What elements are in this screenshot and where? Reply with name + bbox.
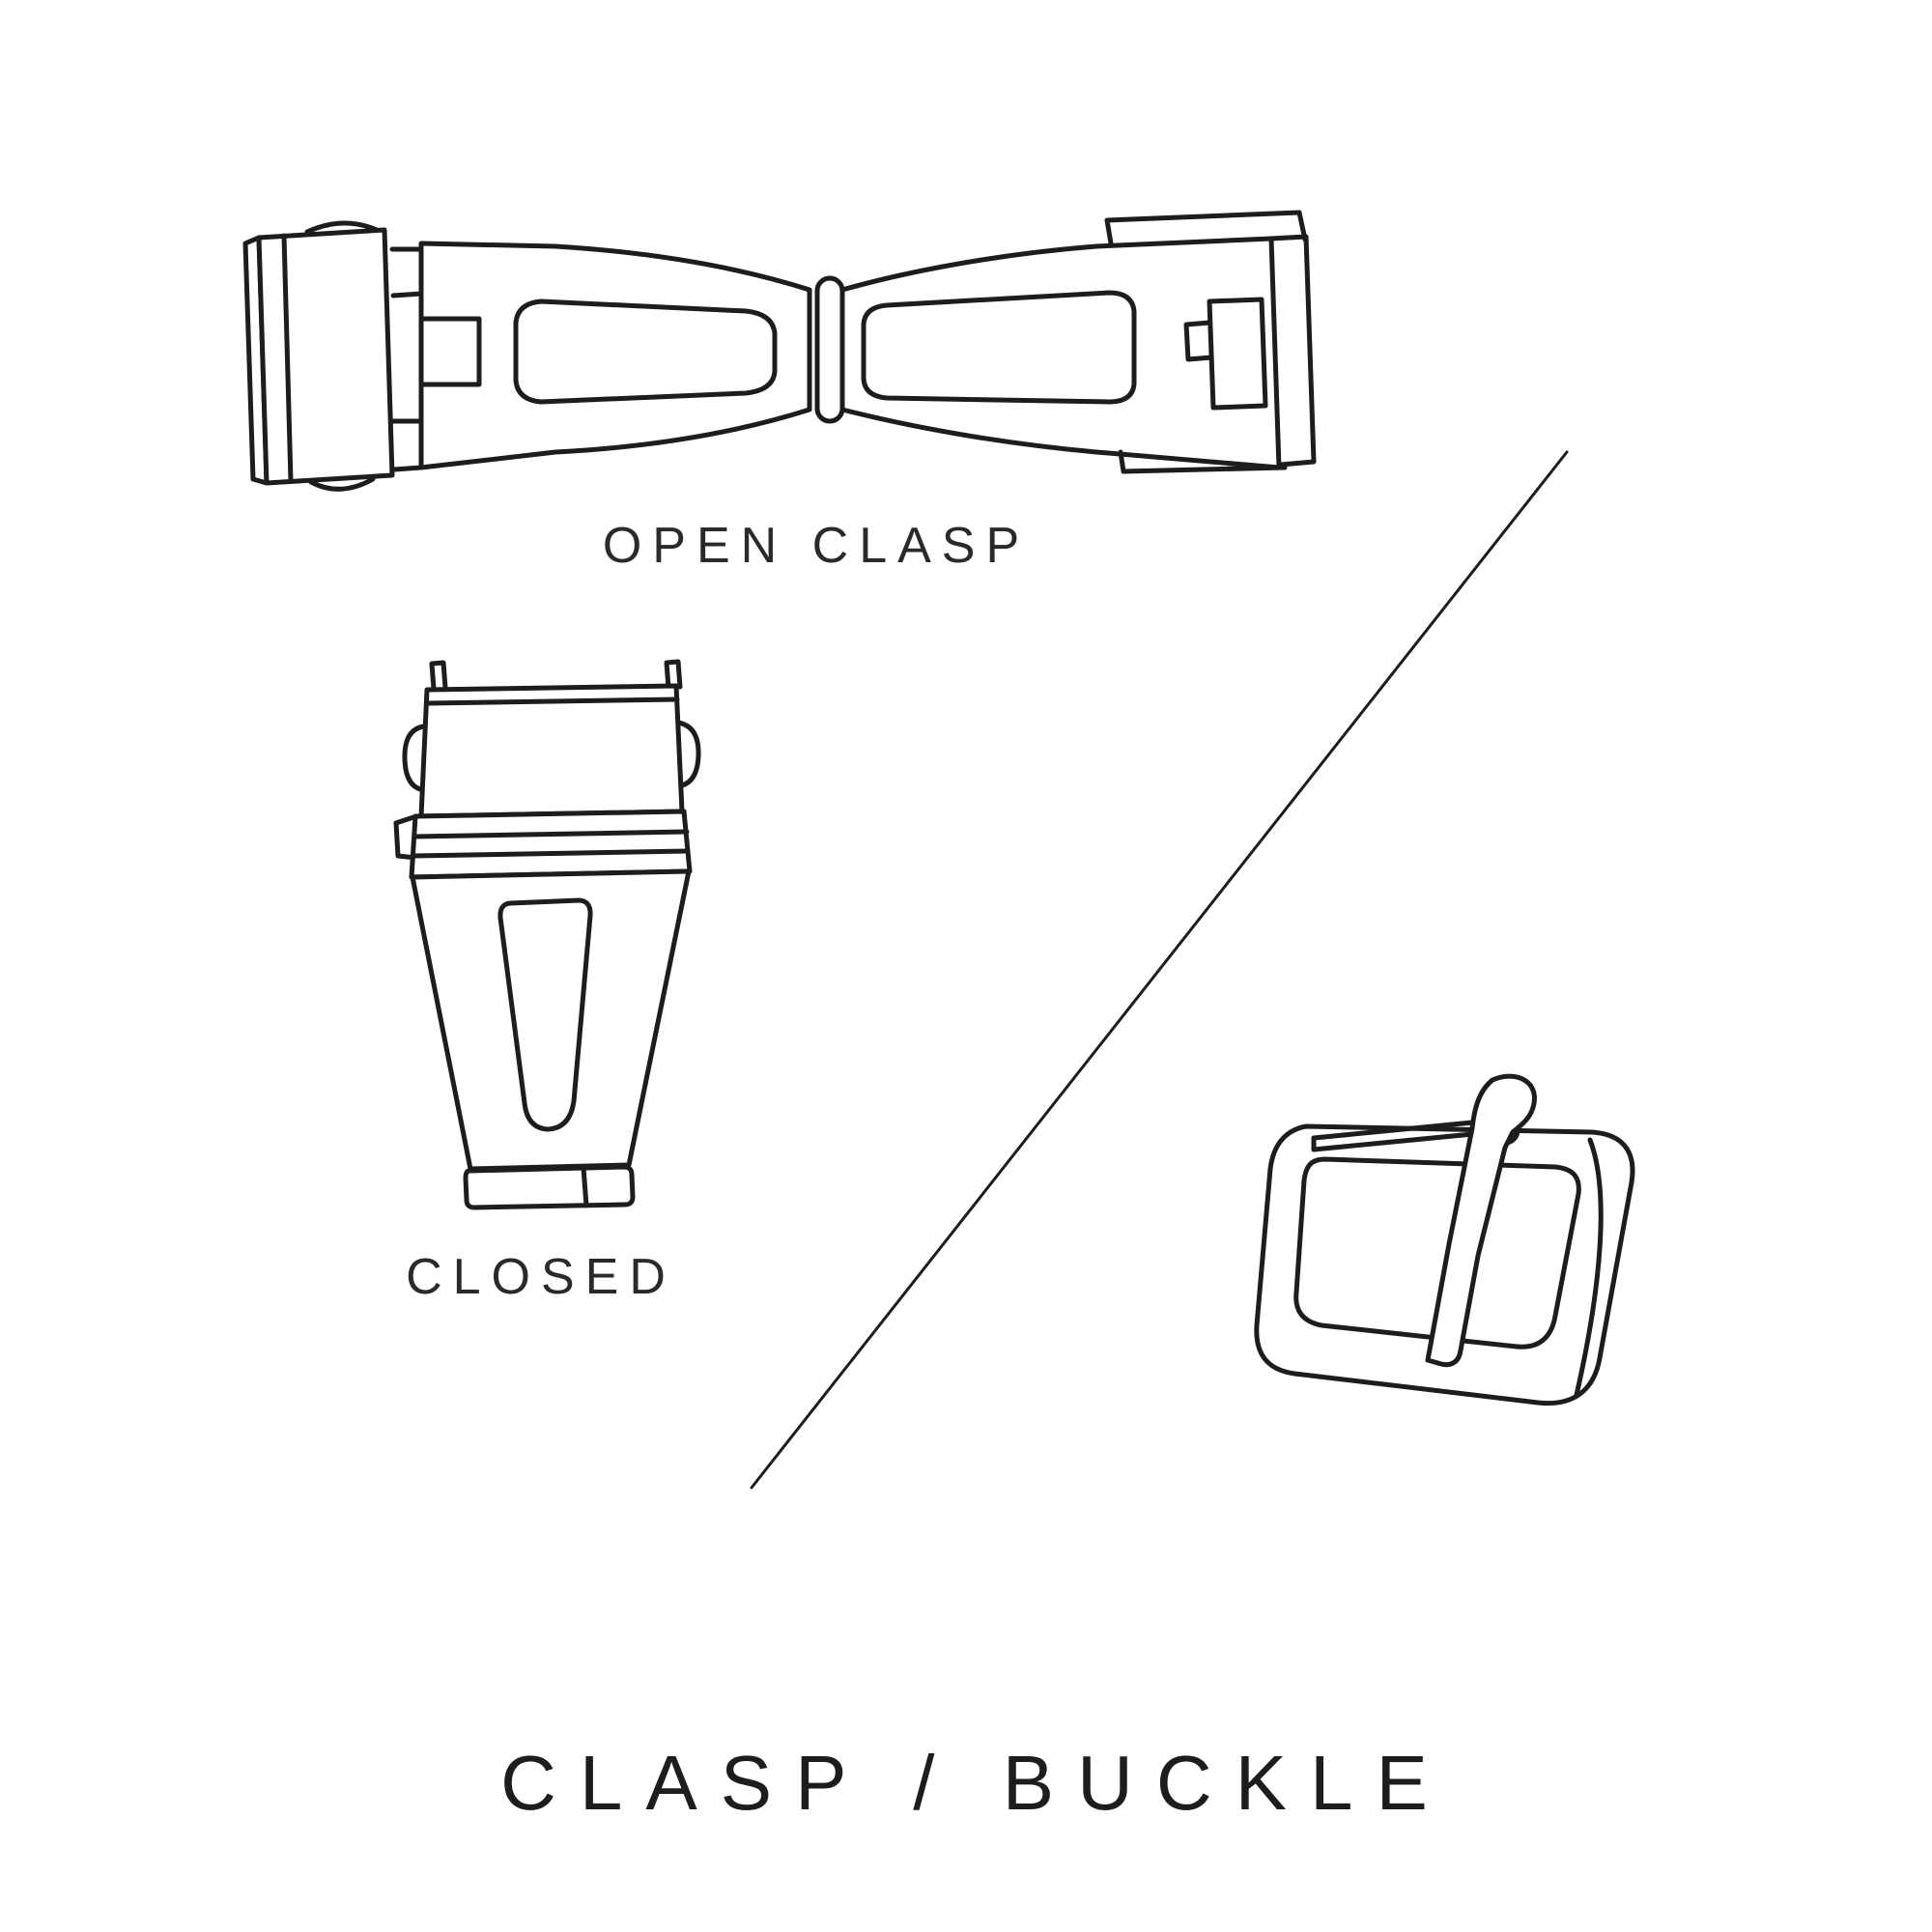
- closed-clasp-ear-left: [402, 724, 428, 793]
- divider-line: [750, 450, 1569, 1490]
- closed-label: CLOSED: [406, 1249, 676, 1305]
- open-clasp-left-band-inner-outline: [513, 298, 778, 405]
- open-clasp-right-bracket: [1207, 297, 1268, 411]
- closed-clasp-prong-left: [429, 660, 448, 692]
- buckle-illustration: [1254, 1073, 1635, 1406]
- closed-clasp-body: [410, 868, 692, 1172]
- open-clasp-hook-cutout: [420, 316, 482, 387]
- open-clasp-right-flare: [1104, 210, 1308, 246]
- open-clasp-right-end-cap: [1268, 234, 1317, 468]
- open-clasp-label: OPEN CLASP: [602, 518, 1031, 574]
- open-clasp-cover-line: [281, 233, 294, 484]
- open-clasp-illustration: [242, 210, 1317, 492]
- closed-clasp-side-tab: [393, 814, 418, 861]
- open-clasp-right-hook: [1183, 320, 1214, 362]
- buckle-pin-bar-bottom: [1311, 1129, 1495, 1152]
- open-clasp-left-band: [418, 241, 812, 470]
- buckle-pin-bar-top: [1311, 1118, 1495, 1141]
- buckle-right-thickness-line: [1574, 1137, 1604, 1398]
- page-title: CLASP / BUCKLE: [500, 1740, 1451, 1826]
- closed-clasp-bottom-bar: [463, 1164, 636, 1210]
- closed-clasp-strip-line-2: [411, 848, 691, 859]
- closed-clasp-prong-right: [664, 659, 683, 691]
- closed-clasp-illustration: [393, 659, 701, 1210]
- open-clasp-bottom-bump: [308, 476, 376, 492]
- closed-clasp-top-box: [418, 683, 685, 819]
- closed-clasp-ear-right: [674, 720, 701, 789]
- buckle-tongue: [1425, 1073, 1537, 1368]
- open-clasp-tab-bottom: [390, 418, 424, 472]
- open-clasp-top-bump: [304, 220, 380, 235]
- open-clasp-hinge: [814, 275, 845, 424]
- buckle-frame-inner-opening: [1293, 1156, 1581, 1350]
- closed-clasp-top-box-line: [425, 696, 680, 706]
- open-clasp-cover: [256, 227, 395, 486]
- closed-clasp-slot: [497, 897, 593, 1132]
- open-clasp-right-bottom-step: [1118, 449, 1288, 474]
- open-clasp-tab-top: [389, 246, 424, 298]
- closed-clasp-bottom-bar-tick: [581, 1165, 589, 1208]
- closed-clasp-strip: [409, 809, 693, 880]
- closed-clasp-strip-line-1: [412, 829, 690, 839]
- open-clasp-right-band-inner-outline: [861, 290, 1137, 405]
